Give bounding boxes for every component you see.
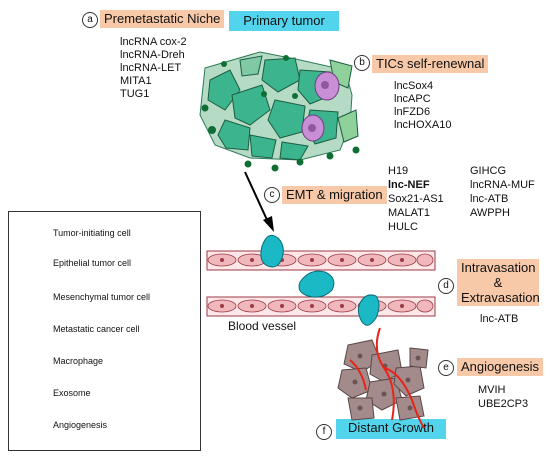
tics-self-renewal-list: lncSox4 lncAPC lnFZD6 lncHOXA10 [394,80,451,132]
mesenchymal-cells [260,234,380,326]
list-item: AWPPH [470,207,510,219]
ampersand-line: & [493,275,503,290]
list-item: lncRNA-Dreh [120,49,185,61]
list-item: lncSox4 [394,80,434,92]
blood-vessel-top [206,250,436,271]
legend-item: Mesenchymal tumor cell [9,286,200,312]
label-f: f [316,424,332,440]
legend: Tumor-initiating cell Epithelial tumor c… [8,211,201,451]
label-d: d [438,278,454,294]
list-item: UBE2CP3 [478,398,529,410]
legend-label: Mesenchymal tumor cell [53,292,151,302]
legend-label: Angiogenesis [53,420,108,430]
label-c: c [264,187,280,203]
list-item: lncRNA-MUF [470,179,535,191]
angiogenesis-vessels [349,327,425,429]
list-item: Sox21-AS1 [388,193,444,205]
label-a: a [82,12,98,28]
legend-label: Macrophage [53,356,104,366]
legend-item: Tumor-initiating cell [9,222,200,248]
legend-item: Exosome [9,382,200,408]
label-b: b [354,55,370,71]
primary-tumor-label: Primary tumor [229,11,339,31]
list-item: MVIH [478,384,506,396]
angiogenesis-title: Angiogenesis [457,358,544,376]
list-item: lnc-ATB [470,193,509,205]
emt-migration-list-2: GIHCG lncRNA-MUF lnc-ATB AWPPH [470,164,535,220]
tics-self-renewal-title: TICs self-renewnal [372,55,489,73]
list-item: TUG1 [120,88,150,100]
intravasation-list: lnc-ATB [480,313,518,326]
legend-item: Metastatic cancer cell [9,318,200,344]
list-item: lncHOXA10 [394,119,452,131]
list-item: lnFZD6 [394,106,431,118]
legend-label: Exosome [53,388,91,398]
list-item: lncAPC [394,93,431,105]
list-item: GIHCG [470,165,507,177]
blood-vessel-label: Blood vessel [228,319,297,333]
primary-tumor-cluster [199,51,360,172]
angiogenesis-list: MVIH UBE2CP3 [478,383,528,411]
legend-item: Angiogenesis [9,414,200,440]
emt-migration-list-1: H19 lnc-NEF Sox21-AS1 MALAT1 HULC [388,164,444,234]
legend-label: Epithelial tumor cell [53,258,132,268]
premetastatic-niche-list: lncRNA cox-2 lncRNA-Dreh lncRNA-LET MITA… [120,36,187,101]
premetastatic-niche-title: Premetastatic Niche [100,10,225,28]
legend-label: Tumor-initiating cell [53,228,131,238]
intravasation-title: Intravasation & Extravasation [457,259,540,306]
list-item: HULC [388,221,418,233]
blood-vessel-bottom [206,296,436,317]
progression-arrow [244,171,274,232]
distant-growth-label: Distant Growth [336,419,446,439]
extravasation-line: Extravasation [461,290,540,305]
list-item: H19 [388,165,409,177]
list-item: MALAT1 [388,207,430,219]
list-item: lncRNA cox-2 [120,36,187,48]
intravasation-line: Intravasation [461,260,536,275]
label-e: e [438,360,454,376]
legend-item: Macrophage [9,350,200,376]
list-item: lnc-NEF [388,179,430,191]
legend-label: Metastatic cancer cell [53,324,140,334]
list-item: lncRNA-LET [120,62,182,74]
list-item: lnc-ATB [480,313,519,325]
legend-item: Epithelial tumor cell [9,252,200,278]
emt-migration-title: EMT & migration [282,186,387,204]
list-item: MITA1 [120,75,152,87]
